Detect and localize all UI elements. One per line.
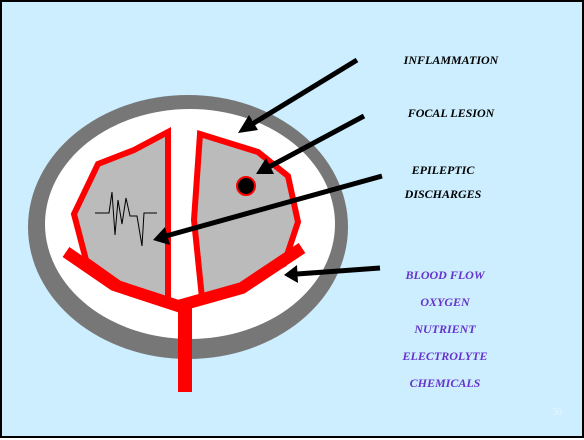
arrow-inflammation: [238, 60, 357, 133]
supply-chemicals: CHEMICALS: [410, 376, 481, 390]
focal-lesion-dot: [237, 177, 255, 195]
vessel-stem: [178, 306, 192, 392]
supply-electrolyte: ELECTROLYTE: [403, 349, 488, 363]
label-discharges: DISCHARGES: [405, 187, 482, 201]
label-focal-lesion: FOCAL LESION: [408, 106, 495, 120]
supply-blood-flow: BLOOD FLOW: [405, 268, 484, 282]
label-epileptic: EPILEPTIC: [412, 163, 475, 177]
slide-number: 30: [552, 407, 562, 418]
label-inflammation: INFLAMMATION: [404, 53, 499, 67]
supply-nutrient: NUTRIENT: [414, 322, 475, 336]
supply-oxygen: OXYGEN: [420, 295, 469, 309]
